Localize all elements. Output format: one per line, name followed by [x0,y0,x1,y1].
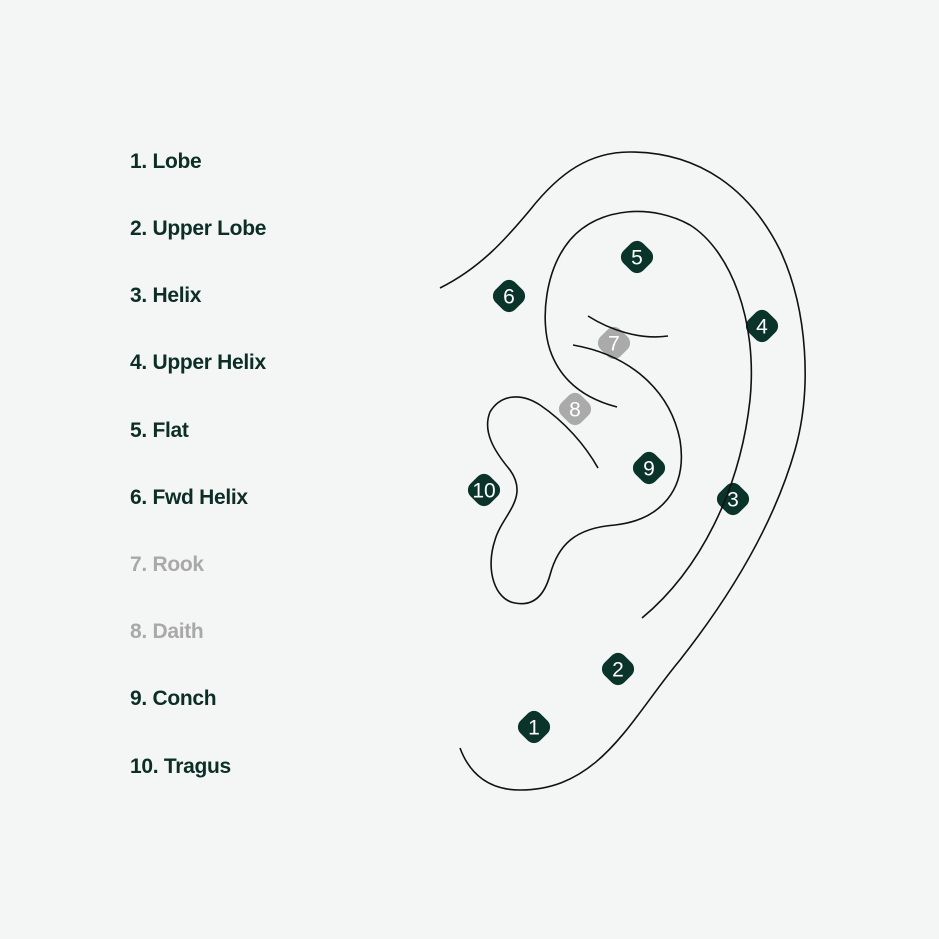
marker-number: 10 [472,480,495,503]
marker-diamond [492,279,526,313]
marker-upper-lobe[interactable]: 2 [598,649,638,689]
marker-number: 6 [503,286,515,309]
marker-conch[interactable]: 9 [629,448,669,488]
ear-outline [439,151,806,791]
legend-item-upper-lobe[interactable]: 2. Upper Lobe [130,217,267,240]
marker-number: 9 [643,458,655,481]
marker-number: 8 [569,399,581,422]
marker-helix[interactable]: 3 [713,479,753,519]
conch-line [486,344,683,605]
marker-diamond [467,473,501,507]
marker-rook[interactable]: 7 [594,323,634,363]
legend-item-daith[interactable]: 8. Daith [130,620,204,643]
marker-number: 7 [608,333,620,356]
legend-item-lobe[interactable]: 1. Lobe [130,150,202,173]
marker-number: 4 [756,316,768,339]
marker-diamond [620,240,654,274]
rook-upper-line [587,315,669,338]
marker-number: 5 [631,247,643,270]
marker-upper-helix[interactable]: 4 [742,306,782,346]
marker-fwd-helix[interactable]: 6 [489,276,529,316]
legend-item-helix[interactable]: 3. Helix [130,284,202,307]
marker-number: 3 [727,489,739,512]
marker-diamond [558,392,592,426]
antihelix-line [544,210,753,619]
outer-helix-line [439,151,806,791]
marker-lobe[interactable]: 1 [514,707,554,747]
marker-number: 2 [612,659,624,682]
marker-diamond [716,482,750,516]
legend-item-conch[interactable]: 9. Conch [130,687,217,710]
legend-item-flat[interactable]: 5. Flat [130,419,189,442]
marker-tragus[interactable]: 10 [464,470,504,510]
marker-flat[interactable]: 5 [617,237,657,277]
marker-diamond [597,326,631,360]
legend-item-upper-helix[interactable]: 4. Upper Helix [130,351,266,374]
legend-item-fwd-helix[interactable]: 6. Fwd Helix [130,486,248,509]
legend-item-rook[interactable]: 7. Rook [130,553,204,576]
marker-diamond [517,710,551,744]
legend-item-tragus[interactable]: 10. Tragus [130,755,231,778]
marker-diamond [745,309,779,343]
marker-number: 1 [528,717,540,740]
marker-diamond [632,451,666,485]
marker-daith[interactable]: 8 [555,389,595,429]
marker-diamond [601,652,635,686]
